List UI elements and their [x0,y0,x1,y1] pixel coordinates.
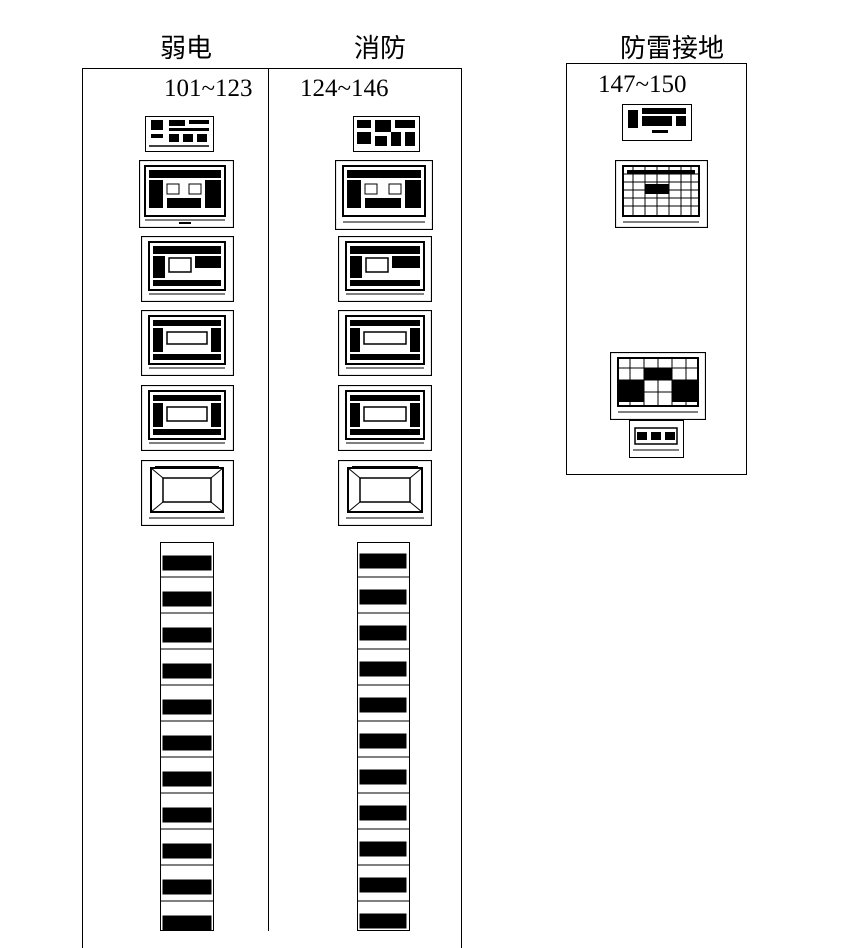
drawing-thumbnail[interactable] [610,352,706,420]
drawing-thumbnail[interactable] [338,236,432,302]
drawing-thumbnail[interactable] [141,310,234,376]
drawing-thumbnail[interactable] [141,385,234,451]
drawing-thumbnail[interactable] [338,310,432,376]
detail-sheet-stack[interactable] [357,542,410,931]
drawing-thumbnail[interactable] [139,160,234,228]
detail-sheet-stack[interactable] [160,542,214,931]
drawing-thumbnail[interactable] [141,236,234,302]
drawing-thumbnail[interactable] [353,116,420,152]
group-title-weak-current: 弱电 [160,34,213,64]
drawing-thumbnail[interactable] [338,385,432,451]
sheet-group-frame-right [566,63,747,475]
group-title-fire-protection: 消防 [354,34,407,64]
drawing-thumbnail[interactable] [629,420,684,458]
column-divider [268,68,269,931]
drawing-thumbnail[interactable] [338,460,432,526]
drawing-thumbnail[interactable] [615,160,708,228]
drawing-thumbnail[interactable] [141,460,234,526]
sheet-range-weak-current: 101~123 [164,75,253,102]
sheet-group-frame-left [82,68,462,948]
drawing-thumbnail[interactable] [145,116,214,152]
drawing-thumbnail[interactable] [335,160,433,230]
sheet-range-fire-protection: 124~146 [300,75,389,102]
group-title-lightning-grounding: 防雷接地 [620,34,725,64]
sheet-range-lightning-grounding: 147~150 [598,71,687,98]
drawing-thumbnail[interactable] [622,104,692,141]
